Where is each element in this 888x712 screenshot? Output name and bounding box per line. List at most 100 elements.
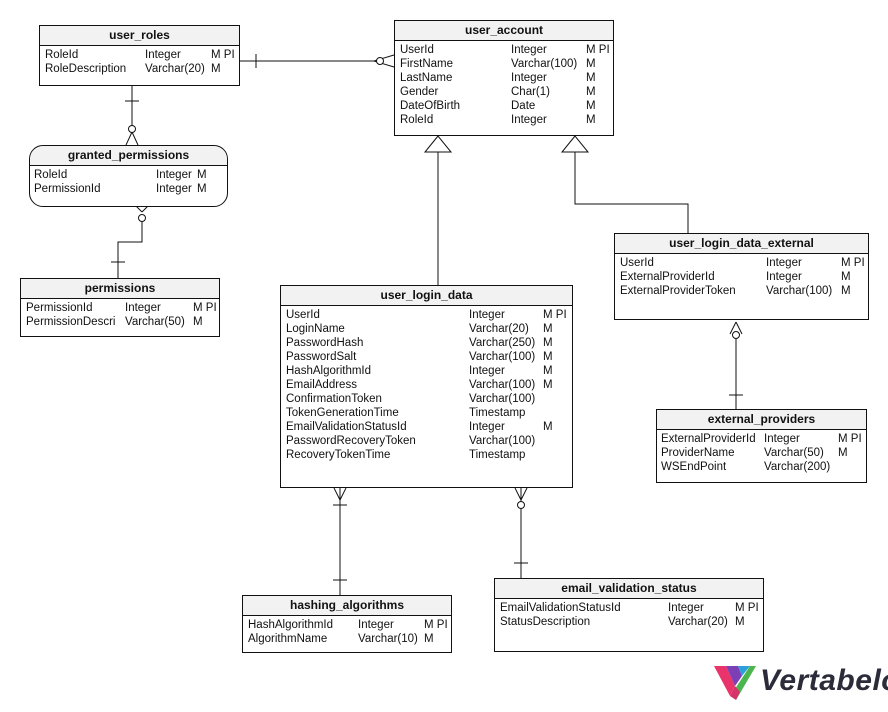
column-flags: M [543,351,553,363]
column-name: ProviderName [661,447,735,459]
column-name: EmailValidationStatusId [500,602,621,614]
entity-title: permissions [21,279,219,299]
crowfoot-marker [514,487,522,501]
inheritance-triangle [560,135,590,153]
vertabelo-logo: Vertabelo [712,660,888,704]
column-flags: M [841,271,851,283]
column-name: StatusDescription [500,616,591,628]
column-name: LastName [400,72,453,84]
entity-title: user_login_data [281,286,572,306]
column-row[interactable]: RecoveryTokenTime Timestamp [281,448,572,462]
entity-title: hashing_algorithms [243,596,451,616]
entity-title: user_login_data_external [615,234,868,254]
column-type: Integer [358,619,394,631]
column-flags: M PI [211,49,235,61]
column-flags: M [841,285,851,297]
column-flags: M [543,337,553,349]
column-name: Gender [400,86,439,98]
column-type: Integer [511,72,547,84]
entity-email-validation-status[interactable]: email_validation_status EmailValidationS… [494,578,764,652]
column-type: Varchar(100) [511,58,578,70]
inheritance-triangle [423,135,453,153]
column-name: LoginName [286,323,345,335]
column-name: PasswordSalt [286,351,357,363]
crowfoot-marker [339,487,347,501]
column-flags: M PI [543,309,567,321]
column-type: Timestamp [469,449,526,461]
column-type: Integer [511,114,547,126]
column-name: RoleId [45,49,79,61]
column-name: UserId [400,44,434,56]
column-flags: M PI [841,257,865,269]
column-type: Timestamp [469,407,526,419]
column-name: WSEndPoint [661,461,727,473]
entity-title: granted_permissions [30,146,227,166]
column-name: HashAlgorithmId [248,619,334,631]
crowfoot-marker [333,487,341,501]
column-flags: M PI [586,44,610,56]
column-flags: M [586,86,596,98]
crowfoot-marker [135,205,143,213]
column-name: EmailValidationStatusId [286,421,407,433]
column-type: Integer [766,271,802,283]
column-type: Varchar(50) [125,316,185,328]
entity-hashing-algorithms[interactable]: hashing_algorithms HashAlgorithmId Intege… [242,595,452,653]
optional-marker [732,331,740,339]
column-row[interactable]: ConfirmationToken Varchar(100) [281,392,572,406]
column-name: AlgorithmName [248,633,328,645]
column-name: ConfirmationToken [286,393,382,405]
optional-marker [128,125,136,133]
rel-inheritance-external [574,152,689,233]
crowfoot-marker [729,321,737,335]
column-name: RoleId [34,169,68,181]
column-name: UserId [620,257,654,269]
column-flags: M [586,114,596,126]
column-name: RecoveryTokenTime [286,449,391,461]
column-row[interactable]: RoleId Integer M [395,113,613,127]
column-flags: M PI [735,602,759,614]
column-name: RoleId [400,114,434,126]
column-type: Varchar(100) [469,393,536,405]
optional-marker [138,214,146,222]
column-flags: M [211,63,221,75]
column-name: UserId [286,309,320,321]
